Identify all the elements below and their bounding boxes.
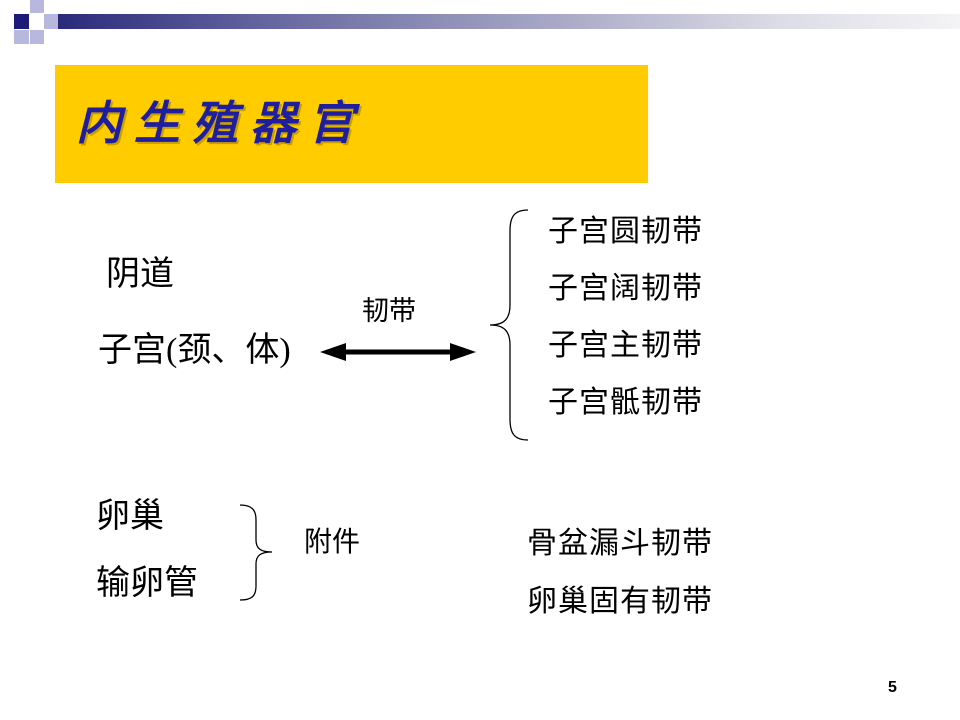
organ-ovary: 卵巢 [96, 498, 164, 535]
list-item: 子宫主韧带 [548, 329, 703, 362]
list-item: 子宫圆韧带 [548, 215, 703, 248]
corner-square-lavender [44, 14, 58, 29]
list-item: 骨盆漏斗韧带 [527, 527, 713, 560]
organ-uterus: 子宫(颈、体) [98, 332, 291, 369]
left-brace-icon [489, 209, 529, 441]
uterine-ligament-list: 子宫圆韧带 子宫阔韧带 子宫主韧带 子宫骶韧带 [548, 217, 703, 445]
organ-vagina: 阴道 [106, 256, 174, 293]
corner-square-lavender [14, 30, 29, 44]
header-gradient-bar [58, 14, 960, 29]
corner-square-navy [14, 14, 29, 29]
list-item: 子宫阔韧带 [548, 272, 703, 305]
list-item: 子宫骶韧带 [548, 386, 703, 419]
corner-square-lavender [30, 0, 44, 13]
double-arrow-icon [320, 343, 476, 361]
right-brace-icon [239, 504, 273, 601]
page-number: 5 [888, 679, 897, 696]
corner-square-lavender [30, 30, 44, 44]
organ-fallopian-tube: 输卵管 [96, 565, 198, 602]
slide-title: 内生殖器官 [76, 96, 366, 150]
list-item: 卵巢固有韧带 [527, 585, 713, 618]
adnexa-ligament-list: 骨盆漏斗韧带 卵巢固有韧带 [527, 529, 713, 645]
title-box [55, 65, 648, 183]
adnexa-label: 附件 [304, 527, 361, 558]
ligament-label: 韧带 [362, 296, 416, 326]
